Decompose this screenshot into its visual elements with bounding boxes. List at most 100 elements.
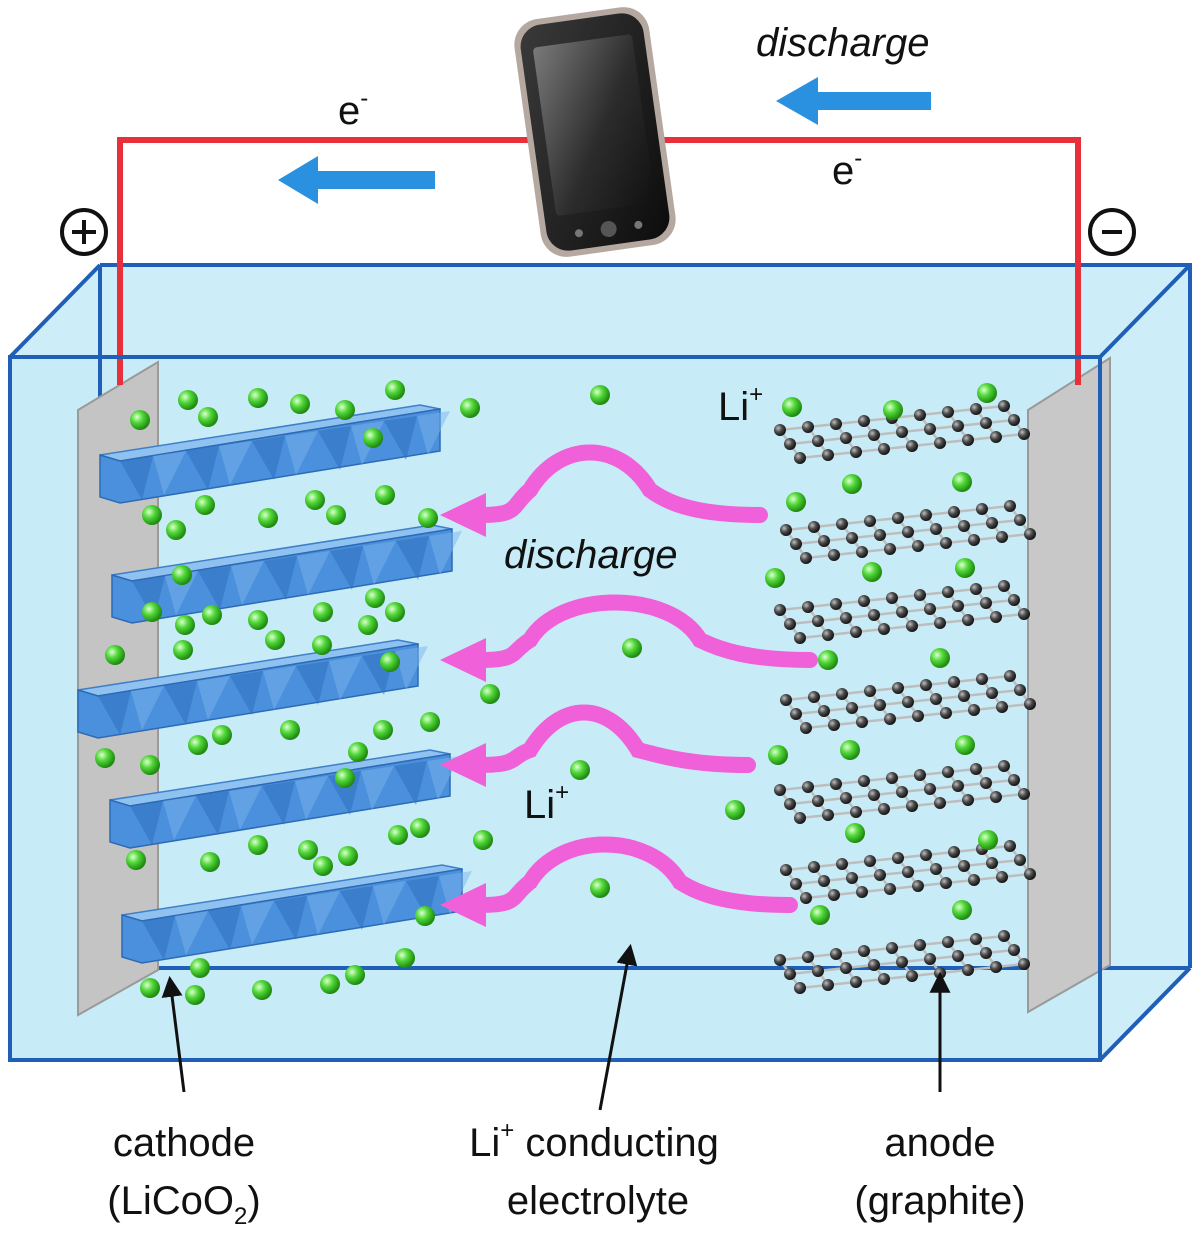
lithium-ion xyxy=(248,610,268,630)
electrolyte-li: Li xyxy=(469,1121,500,1165)
lithium-ion xyxy=(290,394,310,414)
ion-migration-arrow xyxy=(440,444,768,537)
lithium-ion xyxy=(768,745,788,765)
lithium-ion xyxy=(320,974,340,994)
lithium-ion xyxy=(590,385,610,405)
electron-arrow-left xyxy=(278,156,435,204)
lithium-ion xyxy=(188,735,208,755)
lithium-ion xyxy=(782,397,802,417)
lithium-ion xyxy=(280,720,300,740)
ion-label-top-sup: + xyxy=(749,381,763,408)
lithium-ion xyxy=(126,850,146,870)
cathode-formula-a: (LiCoO xyxy=(107,1179,234,1223)
electrolyte-pointer xyxy=(598,943,638,1111)
phone-icon xyxy=(514,7,676,257)
graphite-sheet xyxy=(780,670,1036,734)
ion-migration-arrow xyxy=(440,704,756,787)
cathode-label-line1: cathode xyxy=(113,1121,255,1165)
lithium-ion xyxy=(810,905,830,925)
lithium-ion xyxy=(258,508,278,528)
lithium-ion xyxy=(142,602,162,622)
lithium-ion xyxy=(952,472,972,492)
ion-label-top-base: Li xyxy=(718,385,749,429)
graphite-sheet xyxy=(780,840,1036,904)
lithium-ion xyxy=(460,398,480,418)
lithium-ion xyxy=(363,428,383,448)
middle-discharge-label: discharge xyxy=(504,533,677,577)
lithium-ion xyxy=(842,474,862,494)
lithium-ion xyxy=(373,720,393,740)
lithium-ion xyxy=(298,840,318,860)
lithium-ion xyxy=(142,505,162,525)
electron-right-base: e xyxy=(832,149,854,193)
lithium-ion xyxy=(140,755,160,775)
graphite-sheet xyxy=(774,400,1030,464)
lithium-ion xyxy=(570,760,590,780)
ion-label-mid: Li+ xyxy=(524,779,569,827)
lithium-ion xyxy=(105,645,125,665)
electron-arrow-right xyxy=(776,77,931,125)
lithium-ion xyxy=(345,965,365,985)
lithium-ion xyxy=(388,825,408,845)
lithium-ion xyxy=(195,495,215,515)
ion-paths xyxy=(440,444,818,927)
lithium-ion xyxy=(375,485,395,505)
lithium-ion xyxy=(480,684,500,704)
lithium-ion xyxy=(185,985,205,1005)
lithium-ion xyxy=(385,380,405,400)
lithium-ion xyxy=(130,410,150,430)
cathode-slab xyxy=(111,524,462,624)
ion-label-mid-sup: + xyxy=(555,779,569,806)
lithium-ion xyxy=(977,383,997,403)
lithium-ion xyxy=(385,602,405,622)
cathode-layers xyxy=(77,404,472,964)
cathode-slab xyxy=(77,639,428,739)
ion-migration-arrow xyxy=(440,594,818,682)
lithium-ion xyxy=(410,818,430,838)
lithium-ion xyxy=(212,725,232,745)
electron-left-base: e xyxy=(338,89,360,133)
lithium-ion xyxy=(955,558,975,578)
ion-label-mid-base: Li xyxy=(524,783,555,827)
lithium-ion xyxy=(200,852,220,872)
box-front-edges xyxy=(8,263,1192,1062)
lithium-ion xyxy=(358,615,378,635)
anode-collector xyxy=(1027,356,1111,1014)
lithium-ion xyxy=(473,830,493,850)
cathode-slab xyxy=(109,749,460,849)
lithium-ion xyxy=(166,520,186,540)
lithium-ion xyxy=(365,588,385,608)
lithium-ion xyxy=(190,958,210,978)
electron-right-label: e- xyxy=(832,145,862,193)
lithium-ion xyxy=(348,742,368,762)
ion-migration-arrow xyxy=(440,836,798,927)
graphite-sheet xyxy=(774,580,1030,644)
lithium-ion xyxy=(172,565,192,585)
cathode-pointer xyxy=(161,975,186,1093)
lithium-ion xyxy=(622,638,642,658)
lithium-ion xyxy=(265,630,285,650)
electron-right-sup: - xyxy=(854,145,862,172)
lithium-ion xyxy=(173,640,193,660)
anode-label-line1: anode xyxy=(884,1121,995,1165)
lithium-ion xyxy=(590,878,610,898)
top-discharge-label: discharge xyxy=(756,21,929,65)
graphite-sheet xyxy=(780,500,1036,564)
lithium-ion xyxy=(252,980,272,1000)
electrolyte-label-line1: Li+ conducting xyxy=(469,1117,719,1165)
lithium-ion xyxy=(338,846,358,866)
electron-left-sup: - xyxy=(360,85,368,112)
lithium-ion xyxy=(313,856,333,876)
cathode-formula-b: ) xyxy=(247,1179,260,1223)
lithium-ion xyxy=(840,740,860,760)
lithium-ion xyxy=(862,562,882,582)
lithium-ion xyxy=(883,400,903,420)
electrolyte-label-line2: electrolyte xyxy=(507,1179,689,1223)
lithium-ion xyxy=(952,900,972,920)
lithium-ion xyxy=(420,712,440,732)
lithium-ion xyxy=(95,748,115,768)
lithium-ion xyxy=(175,615,195,635)
lithium-ion xyxy=(818,650,838,670)
ion-label-top: Li+ xyxy=(718,381,763,429)
